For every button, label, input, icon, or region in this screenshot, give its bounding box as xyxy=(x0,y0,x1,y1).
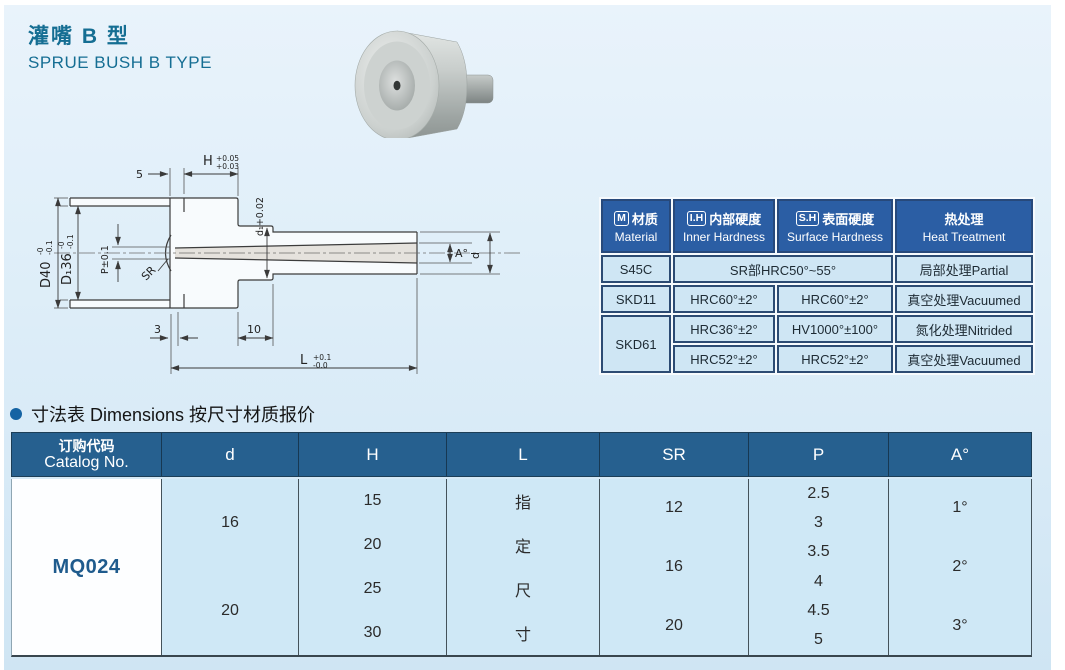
inner-hardness-cell: HRC60°±2° xyxy=(673,285,775,313)
dim-h-label: H xyxy=(203,154,213,169)
svg-text:P±0.1: P±0.1 xyxy=(100,245,111,274)
svg-text:-0.1: -0.1 xyxy=(66,234,75,249)
title-block: 灌嘴 B 型 SPRUE BUSH B TYPE xyxy=(28,20,212,73)
product-photo xyxy=(354,30,494,138)
section-heading-text: 寸法表 Dimensions 按尺寸材质报价 xyxy=(31,405,316,425)
svg-text:-0.1: -0.1 xyxy=(45,240,54,255)
dim-10-label: 10 xyxy=(247,323,261,336)
material-row: SKD11 HRC60°±2° HRC60°±2° 真空处理Vacuumed xyxy=(601,285,1033,313)
page-title-en: SPRUE BUSH B TYPE xyxy=(28,53,212,72)
svg-text:D40: D40 xyxy=(39,261,54,288)
heat-cell: 真空处理Vacuumed xyxy=(895,345,1033,373)
bullet-icon xyxy=(10,408,22,420)
material-cell: SKD11 xyxy=(601,285,671,313)
inner-hardness-cell: HRC36°±2° xyxy=(673,315,775,343)
ih-badge: I.H xyxy=(686,210,707,226)
dimensions-table-body: MQ024 16 20 15 20 25 30 指 定 尺 寸 12 16 20 xyxy=(11,479,1032,657)
dim-p-label: P±0.1 xyxy=(100,245,111,274)
sr-values-cell: 12 16 20 xyxy=(600,479,749,655)
a-values-cell: 1° 2° 3° xyxy=(952,499,968,634)
header-l: L xyxy=(447,433,600,476)
heat-cell: 局部处理Partial xyxy=(895,255,1033,283)
header-d: d xyxy=(162,433,299,476)
dim-a-label: A° xyxy=(455,247,468,260)
header-a: A° xyxy=(950,444,970,464)
dimensions-table-header: 订购代码 Catalog No. d H L SR P A° xyxy=(11,432,1032,477)
dim-sr-label: SR xyxy=(139,263,159,283)
technical-drawing: 5 H +0.05 +0.03 D40 -0 -0.1 D₁36 -0 -0.1… xyxy=(36,154,522,374)
inner-hardness-cell: HRC52°±2° xyxy=(673,345,775,373)
dim-d136-label: D₁36 -0 -0.1 xyxy=(57,234,75,285)
dimension-lines xyxy=(55,171,493,371)
svg-text:SR: SR xyxy=(139,263,159,283)
h-values-cell: 15 20 25 30 xyxy=(299,479,447,655)
d-values-cell: 16 20 xyxy=(162,479,299,655)
svg-text:d₁+0.02: d₁+0.02 xyxy=(255,197,266,236)
svg-text:-0: -0 xyxy=(57,241,66,249)
sprue-channel xyxy=(175,243,417,263)
surface-hardness-cell: HRC52°±2° xyxy=(777,345,893,373)
sprue-bush-3d xyxy=(354,30,494,138)
dim-l-tol-upper: +0.1 xyxy=(313,353,331,362)
dim-d40-label: D40 -0 -0.1 xyxy=(36,240,54,288)
svg-text:-0: -0 xyxy=(36,247,45,255)
material-cell: S45C xyxy=(601,255,671,283)
m-badge: M xyxy=(614,210,629,226)
heat-treatment-header-cell: 热处理 Heat Treatment xyxy=(895,199,1033,253)
l-values-cell: 指 定 尺 寸 xyxy=(447,479,600,655)
dim-5-label: 5 xyxy=(136,168,143,181)
dim-l-tol-lower: -0.0 xyxy=(313,361,328,370)
surface-hardness-cell: HRC60°±2° xyxy=(777,285,893,313)
part-outline xyxy=(69,197,418,309)
dimensions-table: 订购代码 Catalog No. d H L SR P A° MQ024 16 … xyxy=(11,432,1032,657)
header-h: H xyxy=(299,433,447,476)
svg-text:D₁36: D₁36 xyxy=(60,253,75,285)
dim-3-label: 3 xyxy=(154,323,161,336)
heat-cell: 氮化处理Nitrided xyxy=(895,315,1033,343)
hardness-span-cell: SR部HRC50°~55° xyxy=(673,255,893,283)
page-title-zh: 灌嘴 B 型 xyxy=(28,25,130,48)
material-row: S45C SR部HRC50°~55° 局部处理Partial xyxy=(601,255,1033,283)
surface-hardness-cell: HV1000°±100° xyxy=(777,315,893,343)
sh-badge: S.H xyxy=(795,210,820,226)
header-sr: SR xyxy=(600,433,749,476)
catalog-no-value: MQ024 xyxy=(52,555,121,578)
dim-h-tol-lower: +0.03 xyxy=(216,162,239,171)
dim-l-label: L xyxy=(300,353,308,368)
p-values-cell: 2.5 3 3.5 4 4.5 5 xyxy=(749,479,889,655)
dim-d-label: d xyxy=(469,252,482,259)
svg-text:d: d xyxy=(469,252,482,259)
dim-h-tol-upper: +0.05 xyxy=(216,154,239,163)
material-row: HRC52°±2° HRC52°±2° 真空处理Vacuumed xyxy=(601,345,1033,373)
catalog-no-cell: MQ024 xyxy=(12,479,162,655)
material-row: SKD61 HRC36°±2° HV1000°±100° 氮化处理Nitride… xyxy=(601,315,1033,373)
dim-d1-label: d₁+0.02 xyxy=(255,197,266,236)
dimensions-section-heading: 寸法表 Dimensions 按尺寸材质报价 xyxy=(10,401,315,427)
header-catalog-no: 订购代码 Catalog No. xyxy=(12,433,162,476)
heat-cell: 真空处理Vacuumed xyxy=(895,285,1033,313)
header-p: P xyxy=(749,433,889,476)
material-cell: SKD61 xyxy=(601,315,671,373)
